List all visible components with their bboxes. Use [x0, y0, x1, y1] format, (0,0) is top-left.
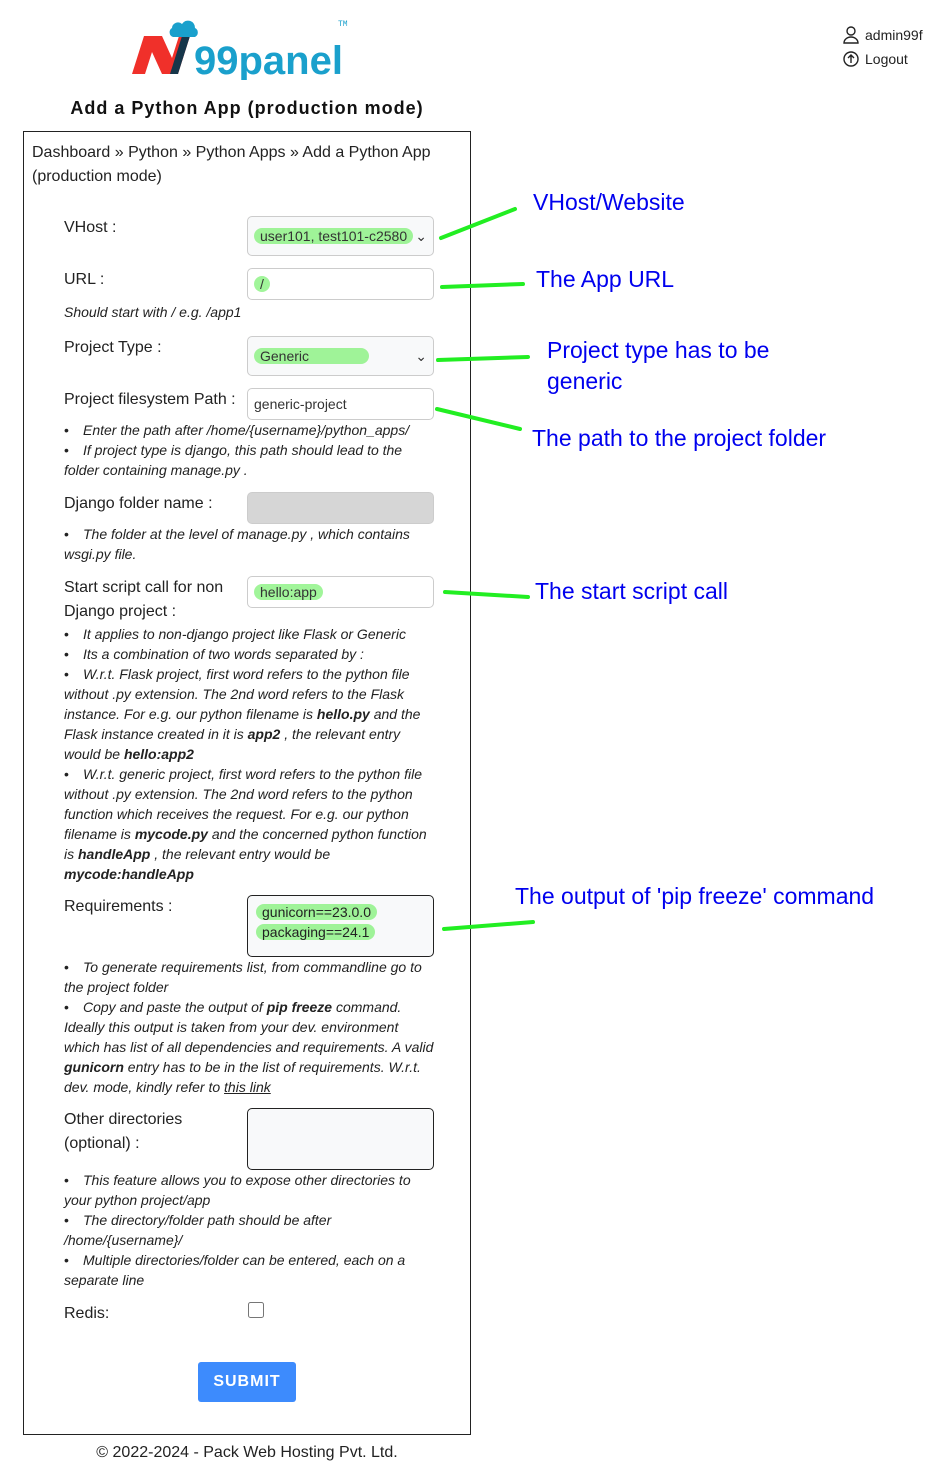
url-hint: Should start with / e.g. /app1 — [64, 304, 242, 320]
logo: 99panel TM — [132, 14, 352, 83]
submit-button[interactable]: SUBMIT — [198, 1362, 296, 1402]
django-help: The folder at the level of manage.py , w… — [64, 524, 436, 564]
annotation-start-script: The start script call — [535, 578, 728, 604]
footer: © 2022-2024 - Pack Web Hosting Pvt. Ltd. — [96, 1444, 398, 1461]
annotation-requirements: The output of 'pip freeze' command — [515, 883, 875, 909]
django-folder-label: Django folder name : — [64, 495, 213, 512]
redis-label: Redis: — [64, 1305, 110, 1322]
path-input[interactable]: generic-project — [247, 388, 434, 420]
path-label: Project filesystem Path : — [64, 391, 236, 408]
page-title: Add a Python App (production mode) — [70, 98, 424, 118]
annotation-url: The App URL — [536, 266, 675, 292]
form-container — [23, 131, 471, 1435]
user-menu[interactable]: admin99f — [843, 26, 923, 44]
start-script-help: It applies to non-django project like Fl… — [64, 624, 436, 884]
logout-icon — [843, 51, 859, 67]
url-input[interactable]: / — [247, 268, 434, 300]
breadcrumb: Dashboard » Python » Python Apps » Add a… — [32, 144, 431, 185]
requirements-help: To generate requirements list, from comm… — [64, 957, 436, 1097]
svg-text:TM: TM — [338, 20, 348, 29]
project-type-label: Project Type : — [64, 339, 162, 356]
vhost-label: VHost : — [64, 219, 117, 236]
dev-mode-link[interactable]: this link — [224, 1079, 271, 1095]
svg-text:99panel: 99panel — [194, 39, 343, 80]
requirements-label: Requirements : — [64, 898, 173, 915]
annotation-vhost: VHost/Website — [533, 189, 685, 215]
logout-link[interactable]: Logout — [843, 51, 908, 67]
chevron-down-icon: ⌄ — [415, 227, 427, 244]
username: admin99f — [865, 27, 923, 43]
redis-checkbox[interactable] — [248, 1302, 264, 1318]
other-dirs-label: Other directories (optional) : — [64, 1111, 183, 1152]
path-help: Enter the path after /home/{username}/py… — [64, 420, 436, 480]
annotation-project-type: Project type has to be generic — [547, 337, 770, 394]
user-icon — [843, 26, 859, 44]
annotation-path: The path to the project folder — [532, 425, 827, 451]
other-dirs-help: This feature allows you to expose other … — [64, 1170, 436, 1290]
project-type-select[interactable]: Generic⌄ — [247, 336, 434, 376]
url-label: URL : — [64, 271, 105, 288]
start-script-input[interactable]: hello:app — [247, 576, 434, 608]
django-folder-input — [247, 492, 434, 524]
start-script-label: Start script call for non Django project… — [64, 579, 224, 620]
vhost-select[interactable]: user101, test101-c2580⌄ — [247, 216, 434, 256]
chevron-down-icon: ⌄ — [415, 347, 427, 364]
